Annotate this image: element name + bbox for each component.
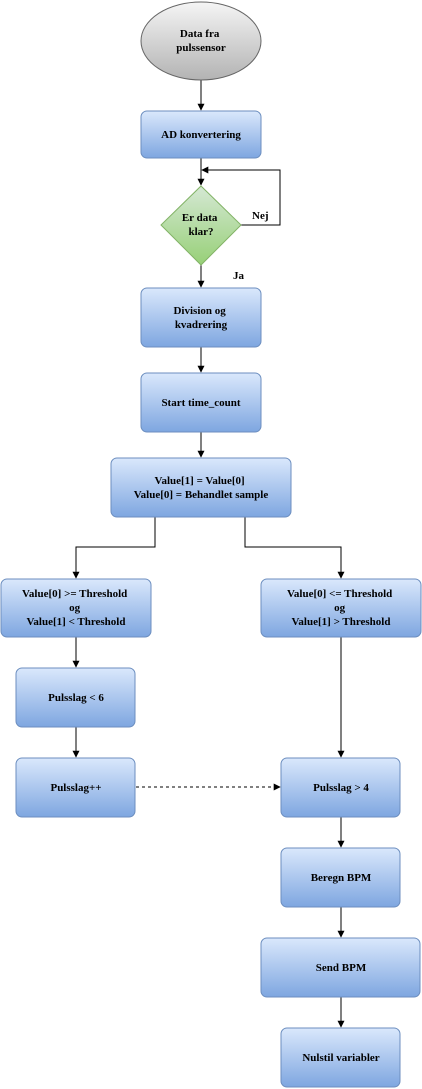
node-puls-gt-line1: Pulsslag > 4 xyxy=(313,782,369,794)
svg-text:AD konvertering: AD konvertering xyxy=(161,129,241,141)
node-puls-lt-line1: Pulsslag < 6 xyxy=(48,692,104,704)
node-start-time-line1: Start time_count xyxy=(161,397,240,409)
svg-text:Division og kvadrering: Division og kvadrering xyxy=(173,305,228,331)
node-value-line1: Value[1] = Value[0] xyxy=(155,475,245,487)
node-pulsslag-increment: Pulsslag++ xyxy=(15,757,136,818)
node-left-cond-line2: og xyxy=(69,602,81,614)
node-division-line1: Division og xyxy=(173,305,226,317)
node-pulsslag-lt: Pulsslag < 6 xyxy=(15,667,136,728)
svg-text:Value[0] >= Threshold og: Value[0] >= Threshold og Value[1] < Thre… xyxy=(22,588,130,628)
node-left-condition: Value[0] >= Threshold og Value[1] < Thre… xyxy=(0,578,152,638)
svg-text:Nulstil variabler: Nulstil variabler xyxy=(302,1052,379,1064)
node-start-line2: pulssensor xyxy=(176,42,226,54)
node-value-line2: Value[0] = Behandlet sample xyxy=(134,489,269,501)
node-right-cond-line3: Value[1] > Threshold xyxy=(292,616,391,628)
node-division: Division og kvadrering xyxy=(140,287,262,348)
svg-text:Value[1] = Value[0] Valu: Value[1] = Value[0] Value[0] = Behandlet… xyxy=(134,475,269,501)
node-pulsslag-gt: Pulsslag > 4 xyxy=(280,757,401,818)
edge-value-to-right-cond xyxy=(244,517,345,579)
svg-text:Pulsslag > 4: Pulsslag > 4 xyxy=(313,782,369,794)
node-puls-pp-line1: Pulsslag++ xyxy=(50,782,101,794)
svg-text:Value[0] <= Threshold og: Value[0] <= Threshold og Value[1] > Thre… xyxy=(287,588,395,628)
node-beregn-line1: Beregn BPM xyxy=(311,872,372,884)
node-ad-line1: AD konvertering xyxy=(161,129,241,141)
node-left-cond-line3: Value[1] < Threshold xyxy=(27,616,126,628)
node-start-time: Start time_count xyxy=(140,372,262,433)
node-start-line1: Data fra xyxy=(180,28,220,40)
node-decision-line2: klar? xyxy=(188,226,213,238)
svg-text:Pulsslag < 6: Pulsslag < 6 xyxy=(48,692,104,704)
node-beregn-bpm: Beregn BPM xyxy=(280,847,401,908)
node-decision: Er data klar? xyxy=(160,185,242,266)
node-nulstil-line1: Nulstil variabler xyxy=(302,1052,379,1064)
node-right-cond-line1: Value[0] <= Threshold xyxy=(287,588,392,600)
svg-text:Pulsslag++: Pulsslag++ xyxy=(50,782,101,794)
node-send-bpm: Send BPM xyxy=(260,937,421,998)
svg-text:Er data klar?: Er data klar? xyxy=(182,212,220,238)
node-decision-line1: Er data xyxy=(182,212,218,224)
edge-decision-nej-loop xyxy=(201,166,281,226)
node-left-cond-line1: Value[0] >= Threshold xyxy=(22,588,127,600)
svg-text:Beregn BPM: Beregn BPM xyxy=(311,872,372,884)
node-right-condition: Value[0] <= Threshold og Value[1] > Thre… xyxy=(260,578,422,638)
node-nulstil-variabler: Nulstil variabler xyxy=(280,1027,401,1088)
connectors xyxy=(72,80,345,1028)
node-start: Data fra pulssensor xyxy=(140,1,262,81)
svg-text:Start time_count: Start time_count xyxy=(161,397,240,409)
node-right-cond-line2: og xyxy=(334,602,346,614)
node-value: Value[1] = Value[0] Value[0] = Behandlet… xyxy=(110,457,292,518)
node-division-line2: kvadrering xyxy=(175,319,228,331)
svg-text:Send BPM: Send BPM xyxy=(316,962,367,974)
node-send-line1: Send BPM xyxy=(316,962,367,974)
label-nej: Nej xyxy=(252,210,269,222)
node-ad-konvertering: AD konvertering xyxy=(140,110,262,159)
svg-text:Data fra pulssensor: Data fra pulssensor xyxy=(176,28,226,54)
label-ja: Ja xyxy=(233,270,245,282)
edge-value-to-left-cond xyxy=(72,517,156,579)
